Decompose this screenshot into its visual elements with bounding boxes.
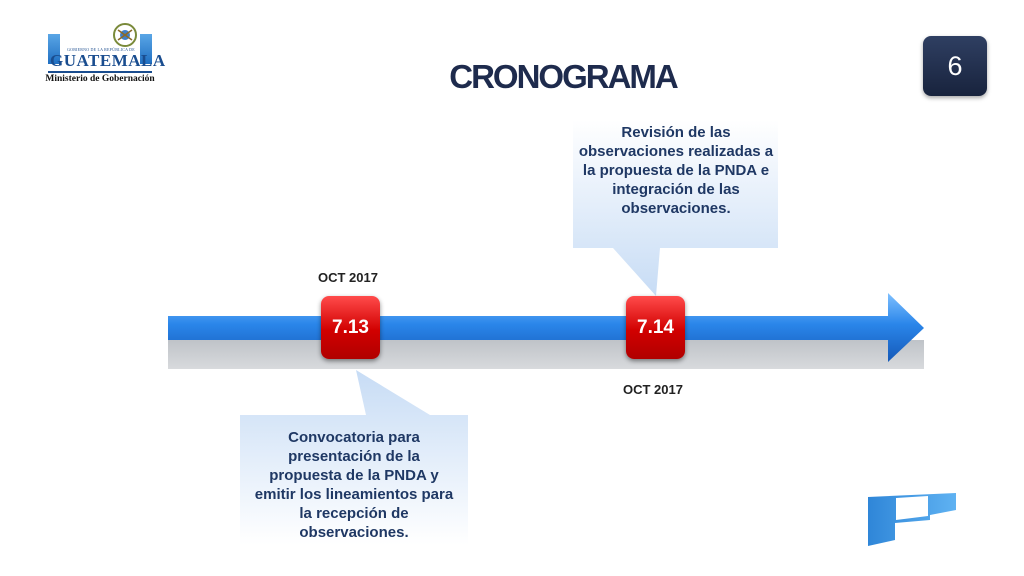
coat-of-arms-icon [112, 22, 138, 48]
timeline-arrow [168, 293, 924, 362]
callout-bottom-shape [240, 370, 468, 545]
logo-name: GUATEMALA [50, 51, 166, 70]
milestone-714-description: Revisión de las observaciones realizadas… [578, 124, 774, 217]
callout-top-shape [573, 120, 778, 296]
ministry-name: Ministerio de Gobernación [45, 74, 155, 84]
flag-stripe-right [140, 34, 152, 64]
milestone-713-date: OCT 2017 [318, 270, 378, 285]
milestone-713-box: 7.13 [321, 296, 380, 359]
timeline-shadow-band [168, 340, 924, 369]
milestone-714-box: 7.14 [626, 296, 685, 359]
flag-corner-decoration [868, 493, 956, 546]
page-number-badge: 6 [923, 36, 987, 96]
page-title: CRONOGRAMA [449, 58, 678, 95]
government-logo: GOBIERNO DE LA REPÚBLICA DE GUATEMALA Mi… [30, 22, 170, 92]
logo-small-text: GOBIERNO DE LA REPÚBLICA DE [67, 47, 135, 52]
flag-stripe-left [48, 34, 60, 64]
logo-divider [48, 71, 152, 73]
milestone-713-description: Convocatoria para presentación de la pro… [254, 429, 454, 541]
milestone-714-date: OCT 2017 [623, 382, 683, 397]
